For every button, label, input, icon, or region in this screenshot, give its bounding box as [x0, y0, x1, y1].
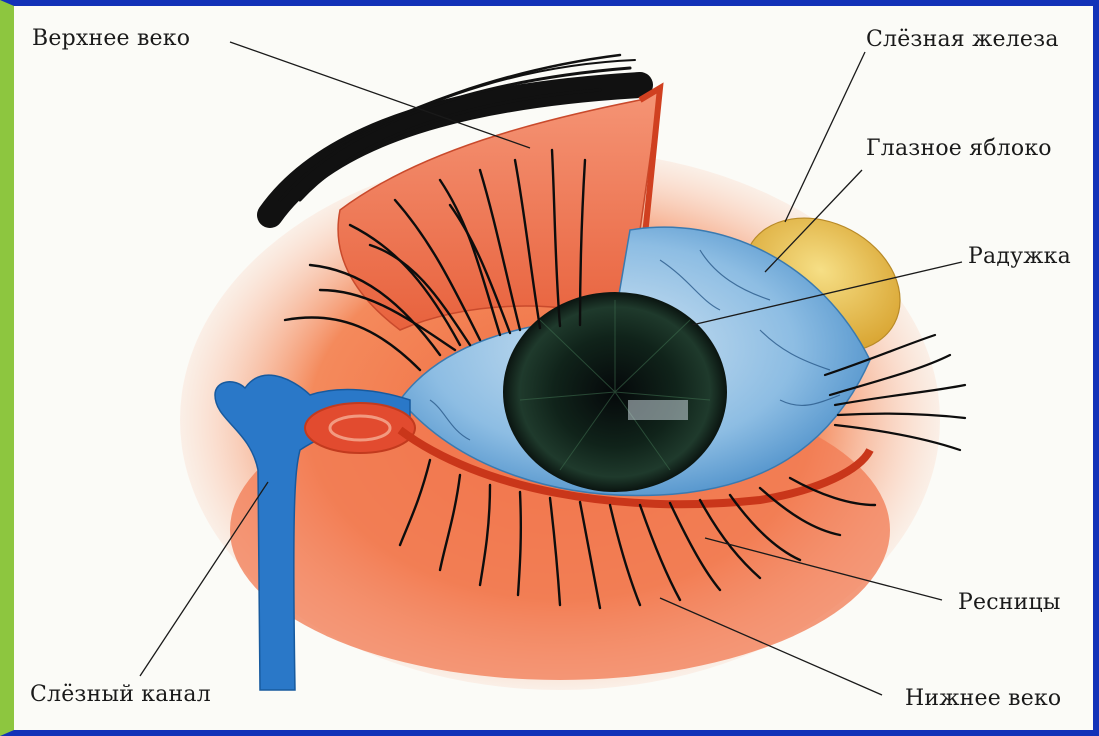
- label-eyeball: Глазное яблоко: [866, 136, 1052, 161]
- label-eyelashes: Ресницы: [958, 590, 1061, 615]
- label-upper-lid: Верхнее веко: [32, 26, 190, 51]
- label-iris: Радужка: [968, 244, 1071, 269]
- label-tear-duct: Слёзный канал: [30, 682, 211, 707]
- iris-reflection: [628, 400, 688, 420]
- caruncle: [305, 403, 415, 453]
- label-lower-lid: Нижнее веко: [905, 686, 1061, 711]
- leader-lacrimal-gland: [785, 52, 865, 222]
- label-lacrimal-gland: Слёзная железа: [866, 27, 1059, 52]
